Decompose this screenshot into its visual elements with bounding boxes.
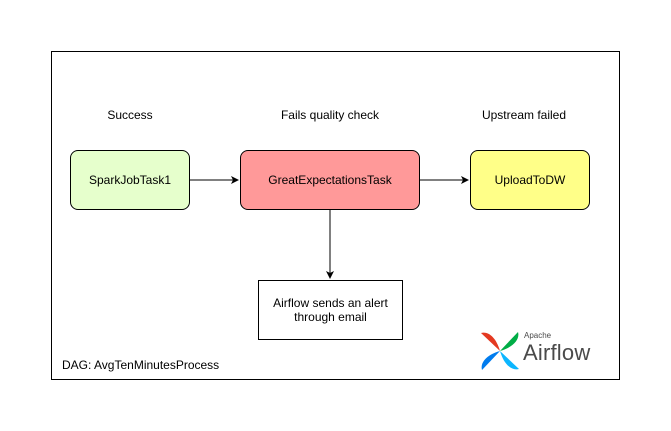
status-label-ge: Fails quality check: [280, 108, 380, 122]
task-node-upload: UploadToDW: [470, 150, 590, 210]
alert-node-email: Airflow sends an alert through email: [258, 280, 403, 340]
airflow-logo: Apache Airflow: [478, 327, 598, 373]
alert-label-line2: through email: [294, 310, 367, 324]
logo-apache-text: Apache: [524, 331, 552, 340]
status-label-spark: Success: [107, 108, 153, 122]
dag-name-label: DAG: AvgTenMinutesProcess: [62, 358, 220, 372]
logo-airflow-text: Airflow: [523, 340, 591, 365]
task-node-label: GreatExpectationsTask: [268, 173, 392, 187]
airflow-pinwheel-icon: [481, 332, 519, 370]
alert-label-line1: Airflow sends an alert: [273, 296, 388, 310]
task-node-label: UploadToDW: [494, 173, 566, 187]
task-node-spark: SparkJobTask1: [70, 150, 190, 210]
task-node-great-expectations: GreatExpectationsTask: [240, 150, 420, 210]
status-label-upload: Upstream failed: [481, 108, 567, 122]
task-node-label: SparkJobTask1: [88, 173, 172, 187]
